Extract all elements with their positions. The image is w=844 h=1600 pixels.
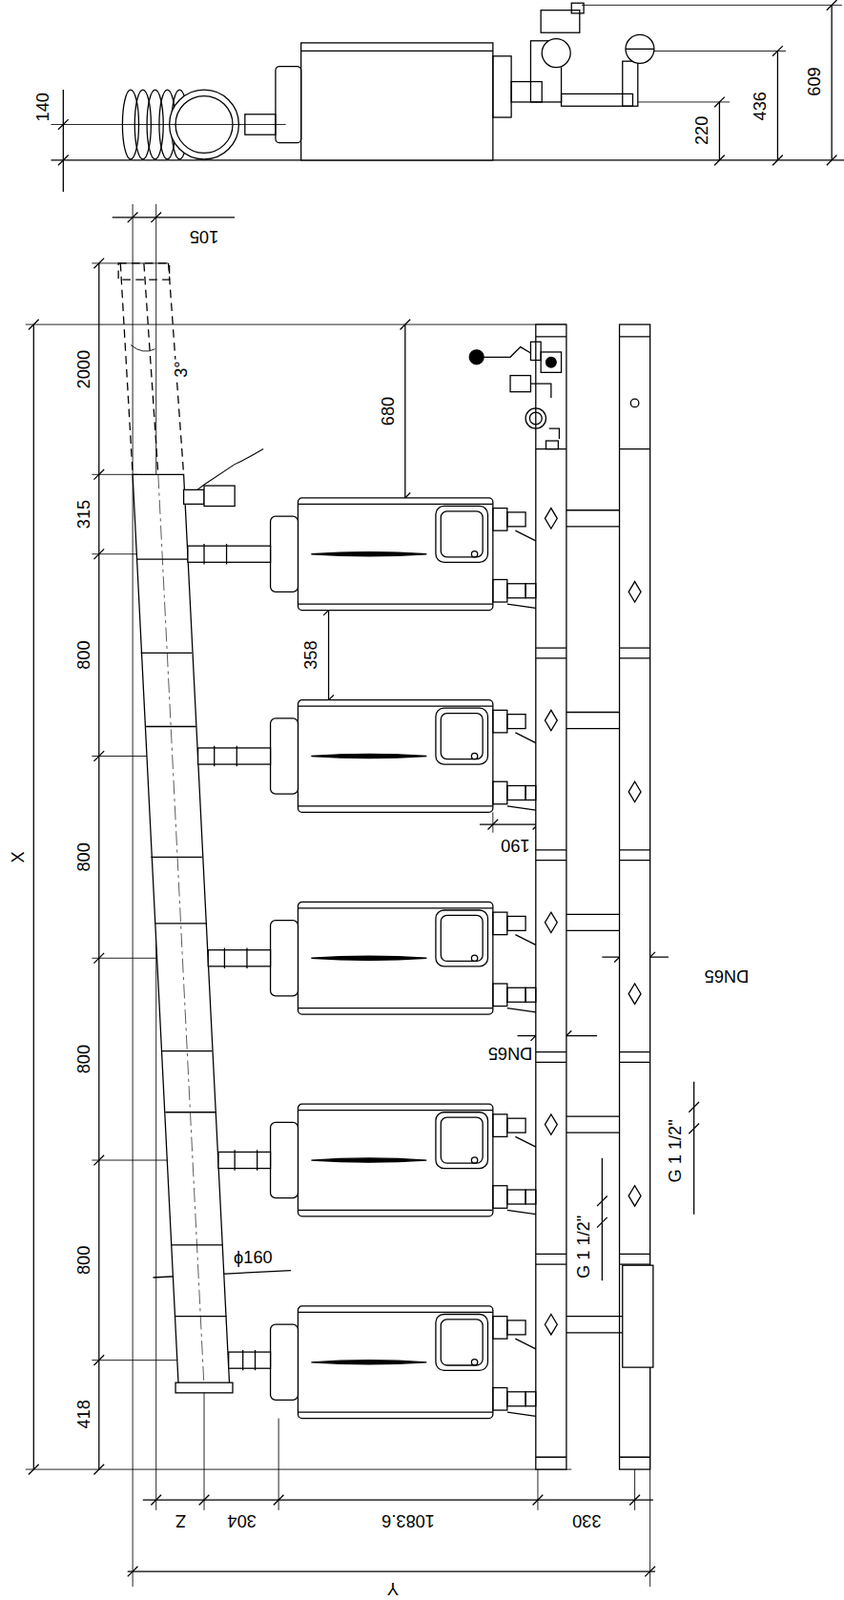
dimension-label: Y — [385, 1579, 401, 1597]
dimension-label: DN65 — [486, 1044, 536, 1062]
dimension-label: 1083.6 — [379, 1510, 437, 1528]
dimension-label: 190 — [498, 835, 533, 853]
dimension-label: 330 — [570, 1510, 604, 1528]
dimension-label: DN65 — [702, 966, 752, 984]
dimension-label: 436 — [751, 89, 769, 124]
dimension-label: 418 — [75, 1397, 93, 1431]
dimension-label: 800 — [75, 638, 93, 672]
dimension-label: X — [9, 848, 27, 865]
dimension-label: 105 — [187, 227, 222, 246]
dimension-label: G 1 1/2" — [666, 1116, 684, 1184]
dimension-label: 220 — [693, 114, 711, 148]
dimension-label: 358 — [302, 638, 320, 672]
dimension-label: 3° — [172, 358, 190, 380]
dimension-label: 2000 — [75, 348, 93, 392]
dimension-label: Z — [173, 1510, 188, 1528]
dimension-label: 800 — [75, 840, 93, 874]
dimension-label: 315 — [75, 497, 93, 532]
dimension-label: 140 — [34, 90, 52, 124]
dimension-label: ϕ160 — [231, 1248, 275, 1266]
dimension-label: 800 — [75, 1243, 93, 1277]
dimension-label: 304 — [225, 1510, 259, 1528]
dimension-label: G 1 1/2" — [575, 1213, 593, 1280]
dimension-label: 609 — [805, 64, 824, 99]
dimension-label: 800 — [75, 1042, 93, 1076]
dimension-label: 680 — [379, 394, 397, 429]
